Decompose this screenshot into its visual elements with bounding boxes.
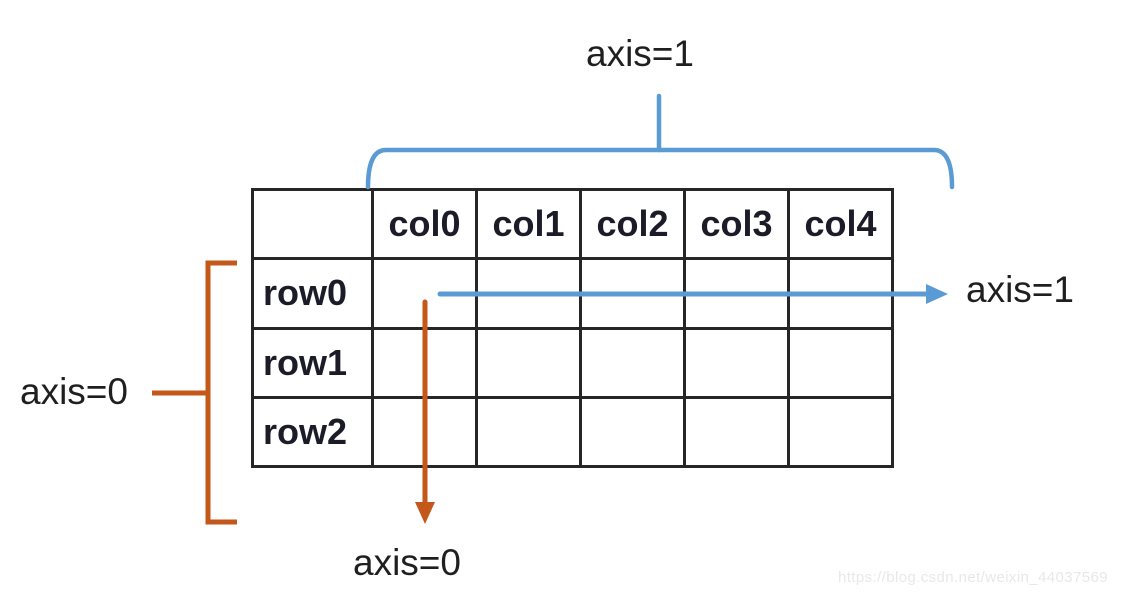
watermark-text: https://blog.csdn.net/weixin_44037569 xyxy=(838,569,1108,586)
table-row: row0 xyxy=(251,257,894,330)
table-cell xyxy=(371,326,478,399)
col-header: col1 xyxy=(475,187,582,261)
table-cell xyxy=(579,257,686,330)
table-cell xyxy=(371,395,478,469)
col-header: col2 xyxy=(579,187,686,261)
table-cell xyxy=(475,326,582,399)
col-header: col3 xyxy=(683,187,790,261)
table-cell xyxy=(683,326,790,399)
col-header: col4 xyxy=(787,187,894,261)
table-cell xyxy=(579,326,686,399)
corner-cell xyxy=(251,187,374,261)
axis1-top-label: axis=1 xyxy=(586,33,694,74)
table-cell xyxy=(787,326,894,399)
table-row: row2 xyxy=(251,395,894,469)
row-header: row0 xyxy=(251,257,374,330)
row-header: row2 xyxy=(251,395,374,469)
table-cell xyxy=(475,257,582,330)
table-header-row: col0 col1 col2 col3 col4 xyxy=(251,187,894,261)
col-header: col0 xyxy=(371,187,478,261)
table-cell xyxy=(579,395,686,469)
dataframe-table: col0 col1 col2 col3 col4 row0 row1 row2 xyxy=(251,187,894,469)
axis1-right-label: axis=1 xyxy=(966,269,1074,310)
axis0-arrow-head xyxy=(415,502,435,524)
axis1-brace-icon xyxy=(365,93,955,190)
axis0-bracket-icon xyxy=(152,260,237,525)
table-cell xyxy=(787,395,894,469)
axis0-bottom-label: axis=0 xyxy=(353,542,461,583)
table-cell xyxy=(475,395,582,469)
table-cell xyxy=(787,257,894,330)
table-cell xyxy=(683,395,790,469)
row-header: row1 xyxy=(251,326,374,399)
axis0-left-label: axis=0 xyxy=(20,371,128,412)
table-cell xyxy=(371,257,478,330)
axis1-brace-path xyxy=(365,147,955,190)
table-row: row1 xyxy=(251,326,894,399)
axis1-arrow-head xyxy=(926,284,948,304)
table-cell xyxy=(683,257,790,330)
